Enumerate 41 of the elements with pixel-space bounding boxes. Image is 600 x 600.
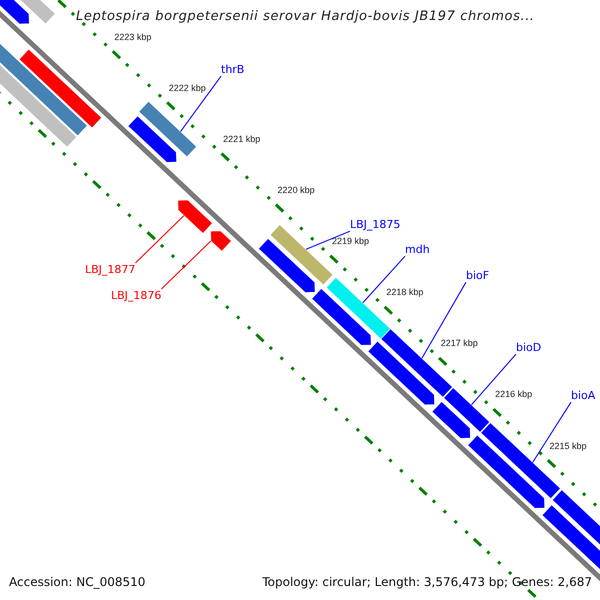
position-label: 2223 kbp (114, 32, 152, 43)
gene-label: bioF (466, 269, 490, 282)
position-label: 2216 kbp (495, 389, 532, 400)
position-label: 2219 kbp (332, 236, 369, 247)
gene-label: LBJ_1876 (111, 289, 162, 302)
leader-line (134, 215, 184, 264)
gene-label: bioA (571, 389, 596, 402)
leader-line (305, 230, 350, 250)
gene-feature (367, 340, 435, 406)
gene-label: bioD (516, 341, 542, 354)
gene-feature (311, 288, 372, 346)
gene-label: LBJ_1875 (350, 218, 400, 232)
position-label: 2218 kbp (386, 287, 424, 298)
gene-feature (210, 230, 232, 252)
gene-feature (128, 115, 177, 163)
gene-feature (138, 100, 198, 158)
gene-label: LBJ_1877 (85, 263, 136, 276)
gene-feature (270, 224, 334, 286)
leader-line (421, 282, 466, 359)
position-label: 2221 kbp (223, 134, 260, 145)
leader-line (180, 76, 222, 132)
gene-feature (443, 387, 490, 433)
gene-label: thrB (221, 63, 244, 76)
gene-label: mdh (405, 243, 430, 256)
gene-feature (18, 48, 102, 128)
leader-line (470, 354, 516, 406)
position-label: 2217 kbp (440, 338, 478, 350)
title: Leptospira borgpetersenii serovar Hardjo-bovis JB197 chromos... (76, 9, 535, 25)
position-label: 2222 kbp (168, 82, 206, 94)
genome-info-text: Topology: circular; Length: 3,576,473 bp; Genes: 2,687 (262, 575, 592, 590)
position-label: 2220 kbp (278, 185, 315, 196)
gene-feature (467, 434, 545, 509)
leader-line (362, 256, 406, 304)
gene-feature (0, 0, 30, 24)
leader-line (532, 402, 572, 463)
gene-feature (178, 200, 213, 234)
gene-feature (258, 238, 316, 293)
position-label: 2215 kbp (549, 440, 587, 452)
gene-feature (432, 401, 471, 439)
accession-text: Accession: NC_008510 (9, 575, 146, 590)
leader-line (160, 240, 212, 290)
